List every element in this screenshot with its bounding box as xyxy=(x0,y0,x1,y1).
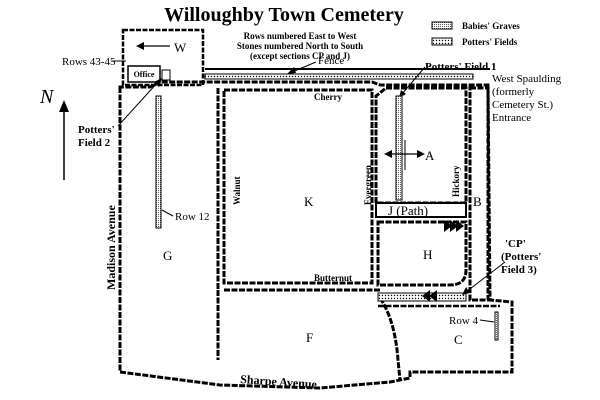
evergreen-label: Evergreen xyxy=(363,165,373,205)
madison-avenue-label: Madison Avenue xyxy=(104,205,118,290)
hickory-label: Hickory xyxy=(451,165,461,197)
note-except: (except sections CP and J) xyxy=(250,51,350,61)
section-w-outline xyxy=(121,28,205,87)
cp-pointer xyxy=(465,261,506,293)
office-annex xyxy=(161,69,171,81)
section-a-babies-strip xyxy=(395,95,403,201)
fence-label: Fence xyxy=(318,55,344,67)
pf2-pointer xyxy=(117,81,159,127)
pf1-pointer xyxy=(401,66,426,95)
cp-pointer-head xyxy=(462,287,470,295)
j-arrow-2 xyxy=(450,220,458,232)
potters-field-2-label-1: Potters' xyxy=(78,124,115,136)
entrance-label-3: Cemetery St.) xyxy=(492,99,553,111)
entrance-label-2: (formerly xyxy=(492,86,535,98)
cp-label-3: Field 3) xyxy=(501,264,537,276)
row-12-strip xyxy=(155,95,162,229)
legend-babies-swatch xyxy=(431,21,453,30)
section-k-label: K xyxy=(304,194,314,209)
legend-babies-label: Babies' Graves xyxy=(462,21,520,31)
section-a-arrowhead-right xyxy=(417,150,425,158)
butternut-label: Butternut xyxy=(314,273,352,283)
potters-field-2-label-2: Field 2 xyxy=(78,137,111,149)
pf2-pointer-head xyxy=(154,78,162,87)
section-f-label: F xyxy=(306,330,313,345)
note-stones: Stones numbered North to South xyxy=(237,41,363,51)
section-j-label: J (Path) xyxy=(388,203,428,218)
row-12-pointer xyxy=(161,209,174,217)
section-k-outline xyxy=(222,88,374,285)
cp-arrow-1 xyxy=(422,290,430,302)
sharpe-avenue-label: Sharpe Avenue xyxy=(240,372,318,391)
north-letter: N xyxy=(39,86,55,108)
cp-arrow-2 xyxy=(429,290,437,302)
row-4-pointer xyxy=(479,319,495,323)
row-4-label: Row 4 xyxy=(449,315,479,327)
row-12-label: Row 12 xyxy=(175,211,210,223)
fence-pointer xyxy=(291,61,317,73)
office-building xyxy=(127,65,161,83)
section-g-label: G xyxy=(163,248,172,263)
section-f-east-curve xyxy=(378,297,402,381)
walnut-label: Walnut xyxy=(232,176,242,205)
potters-field-1 xyxy=(204,73,474,80)
section-a-label: A xyxy=(425,148,435,163)
section-j-path xyxy=(375,202,467,218)
note-rows: Rows numbered East to West xyxy=(244,31,357,41)
cemetery-boundary xyxy=(118,80,514,390)
section-h-label: H xyxy=(423,247,432,262)
rows-43-45-label: Rows 43-45 xyxy=(62,56,116,68)
section-a-arrowhead-left xyxy=(384,150,392,158)
legend-potters-swatch xyxy=(431,37,453,46)
cherry-label: Cherry xyxy=(314,92,342,102)
section-b-label: B xyxy=(473,194,482,209)
row-4-strip xyxy=(494,311,499,341)
north-arrowhead xyxy=(59,100,69,112)
section-w-arrowhead xyxy=(136,42,144,50)
section-h-outline xyxy=(376,220,468,287)
office-label: Office xyxy=(134,70,155,79)
entrance-label-1: West Spaulding xyxy=(492,73,562,85)
entrance-label-4: Entrance xyxy=(492,112,531,124)
section-b-outline xyxy=(468,86,490,302)
map-title: Willoughby Town Cemetery xyxy=(164,4,404,26)
section-c-label: C xyxy=(454,332,463,347)
section-w-label: W xyxy=(174,40,187,55)
cp-potters-field-3 xyxy=(377,292,467,302)
cp-label-2: (Potters' xyxy=(501,251,541,263)
legend-potters-label: Potters' Fields xyxy=(462,37,518,47)
cp-label-1: 'CP' xyxy=(505,238,526,250)
potters-field-1-label: Potters' Field 1 xyxy=(425,61,496,73)
fence-pointer-head xyxy=(287,67,296,74)
